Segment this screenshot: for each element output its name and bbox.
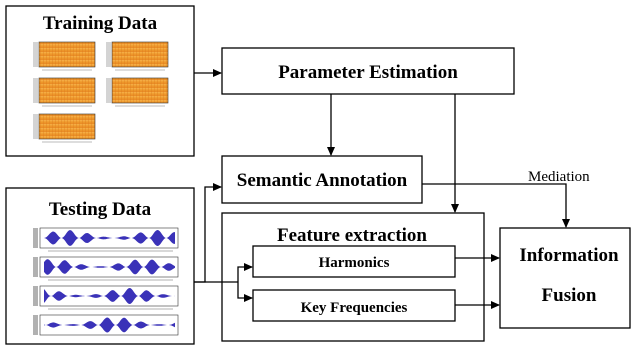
mediation-label: Mediation — [528, 169, 590, 185]
harmonics-label: Harmonics — [319, 255, 390, 271]
semantic-annotation-box: Semantic Annotation — [221, 155, 423, 204]
key-frequencies-box: Key Frequencies — [252, 289, 456, 322]
parameter-estimation-label: Parameter Estimation — [278, 62, 458, 83]
waveform-thumbnails — [33, 227, 179, 336]
waveforms — [44, 230, 175, 333]
spectrogram-4 — [111, 77, 169, 104]
arrows — [194, 69, 570, 309]
feature-extraction-label: Feature extraction — [277, 225, 427, 246]
arrow-testing-to-key-frequencies — [237, 282, 253, 302]
spectrogram-1 — [38, 41, 96, 68]
parameter-estimation-box: Parameter Estimation — [221, 47, 515, 95]
spectrogram-2 — [111, 41, 169, 68]
key-frequencies-label: Key Frequencies — [301, 300, 408, 316]
information-label-line2: Fusion — [542, 285, 597, 306]
information-label-line1: Information — [519, 245, 619, 266]
waveform-2 — [44, 259, 175, 275]
arrow-testing-to-harmonics — [237, 263, 253, 282]
arrow-testing-to-semantic — [194, 183, 222, 283]
spectrogram-3 — [38, 77, 96, 104]
waveform-1 — [44, 230, 175, 246]
information-fusion-box: Information Fusion — [499, 227, 631, 329]
testing-data-box: Testing Data — [5, 187, 195, 345]
training-data-title: Training Data — [43, 13, 158, 34]
arrow-semantic-to-fusion — [422, 183, 570, 228]
waveform-4 — [44, 317, 175, 333]
training-data-box: Training Data — [5, 5, 195, 157]
testing-data-title: Testing Data — [49, 199, 152, 220]
semantic-annotation-label: Semantic Annotation — [237, 170, 408, 191]
spectrogram-5 — [38, 113, 96, 140]
spectrogram-thumbnails — [33, 41, 169, 143]
harmonics-box: Harmonics — [252, 245, 456, 278]
waveform-3 — [44, 288, 175, 304]
